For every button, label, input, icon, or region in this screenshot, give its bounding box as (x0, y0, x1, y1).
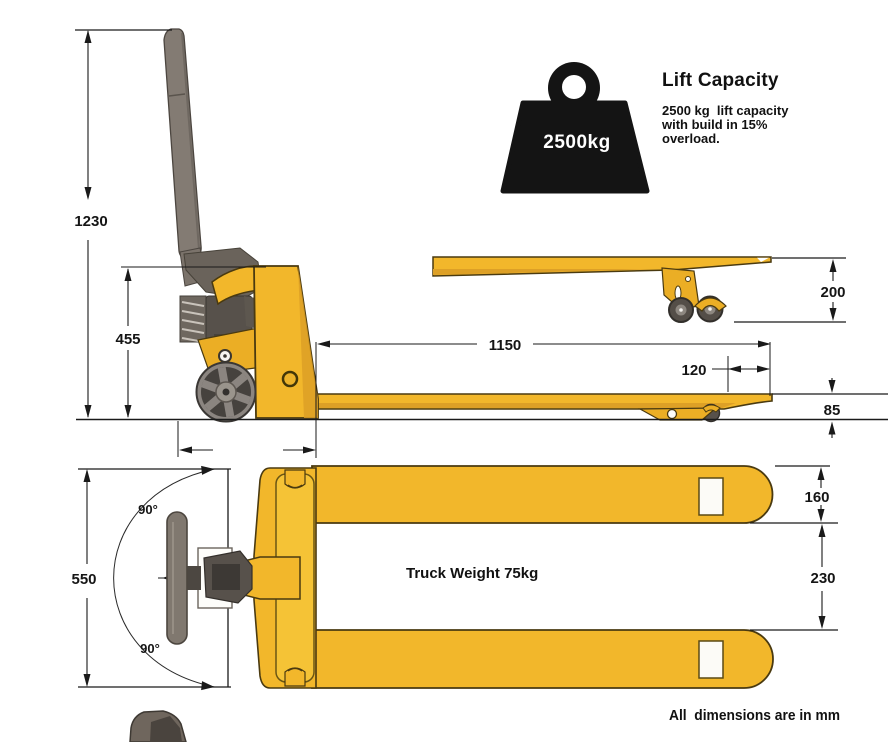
raised-fork-view (432, 256, 772, 323)
dim-label-handle-height: 1230 (74, 213, 107, 230)
dim-label-overall-width: 550 (71, 571, 96, 588)
pump-mechanism (179, 247, 271, 375)
dim-fork-width: 160 (804, 467, 830, 522)
spring-coils (181, 301, 205, 343)
dim-roller-to-tip: 120 (681, 362, 770, 379)
dim-label-roller-to-tip: 120 (681, 362, 706, 379)
units-note: All dimensions are in mm (668, 707, 840, 724)
weight-icon: 2500kg (500, 62, 650, 194)
chassis (211, 265, 319, 419)
dim-label-fork-spacing: 230 (810, 570, 835, 587)
weight-badge-label: 2500kg (543, 132, 610, 153)
dim-fork-raised-height: 200 (820, 259, 846, 321)
dim-fork-lowered-height: 85 (824, 378, 841, 438)
lift-capacity-line3: overload. (662, 131, 720, 146)
dim-label-swing-upper: 90° (138, 502, 158, 517)
cropped-handle-fragment (129, 710, 187, 742)
lift-capacity-line2: with build in 15% (662, 117, 768, 132)
fork-roller-window (698, 477, 724, 516)
fork-roller-window (698, 640, 724, 679)
dim-label-fork-length: 1150 (489, 337, 522, 354)
dim-label-swing-lower: 90° (140, 641, 160, 656)
dim-fork-length: 1150 (317, 337, 771, 354)
handle (163, 28, 208, 287)
drawbar-top-view (166, 511, 301, 645)
truck-weight-label: Truck Weight 75kg (406, 565, 539, 582)
dim-label-fork-raised-height: 200 (820, 284, 845, 301)
dim-label-fork-lowered-height: 85 (824, 402, 841, 419)
dim-wheelbase-unlabeled (179, 446, 316, 454)
dim-fork-spacing: 230 (810, 524, 836, 629)
arc-arrow-bottom (201, 681, 215, 691)
lift-capacity-line1: 2500 kg lift capacity (662, 103, 789, 118)
top-view (113, 465, 774, 691)
side-view (163, 28, 773, 423)
arc-arrow-top (201, 465, 215, 475)
dim-label-fork-width: 160 (804, 489, 829, 506)
lift-capacity-description: 2500 kg lift capacity with build in 15% … (662, 104, 788, 146)
tandem-rollers (668, 295, 727, 323)
lift-capacity-heading: Lift Capacity (662, 70, 779, 91)
steer-wheel (195, 361, 257, 423)
fork-lowered (315, 393, 773, 423)
reference-lines (75, 29, 888, 688)
dim-overall-width: 550 (71, 469, 97, 687)
forks-top-view (311, 465, 774, 689)
chassis-hole (281, 370, 299, 388)
handle-swing-arc (113, 468, 215, 688)
dim-label-chassis-height: 455 (115, 331, 140, 348)
dim-chassis-height: 455 (115, 268, 141, 418)
dim-handle-height: 1230 (74, 30, 108, 418)
handle-top-view (166, 511, 188, 645)
